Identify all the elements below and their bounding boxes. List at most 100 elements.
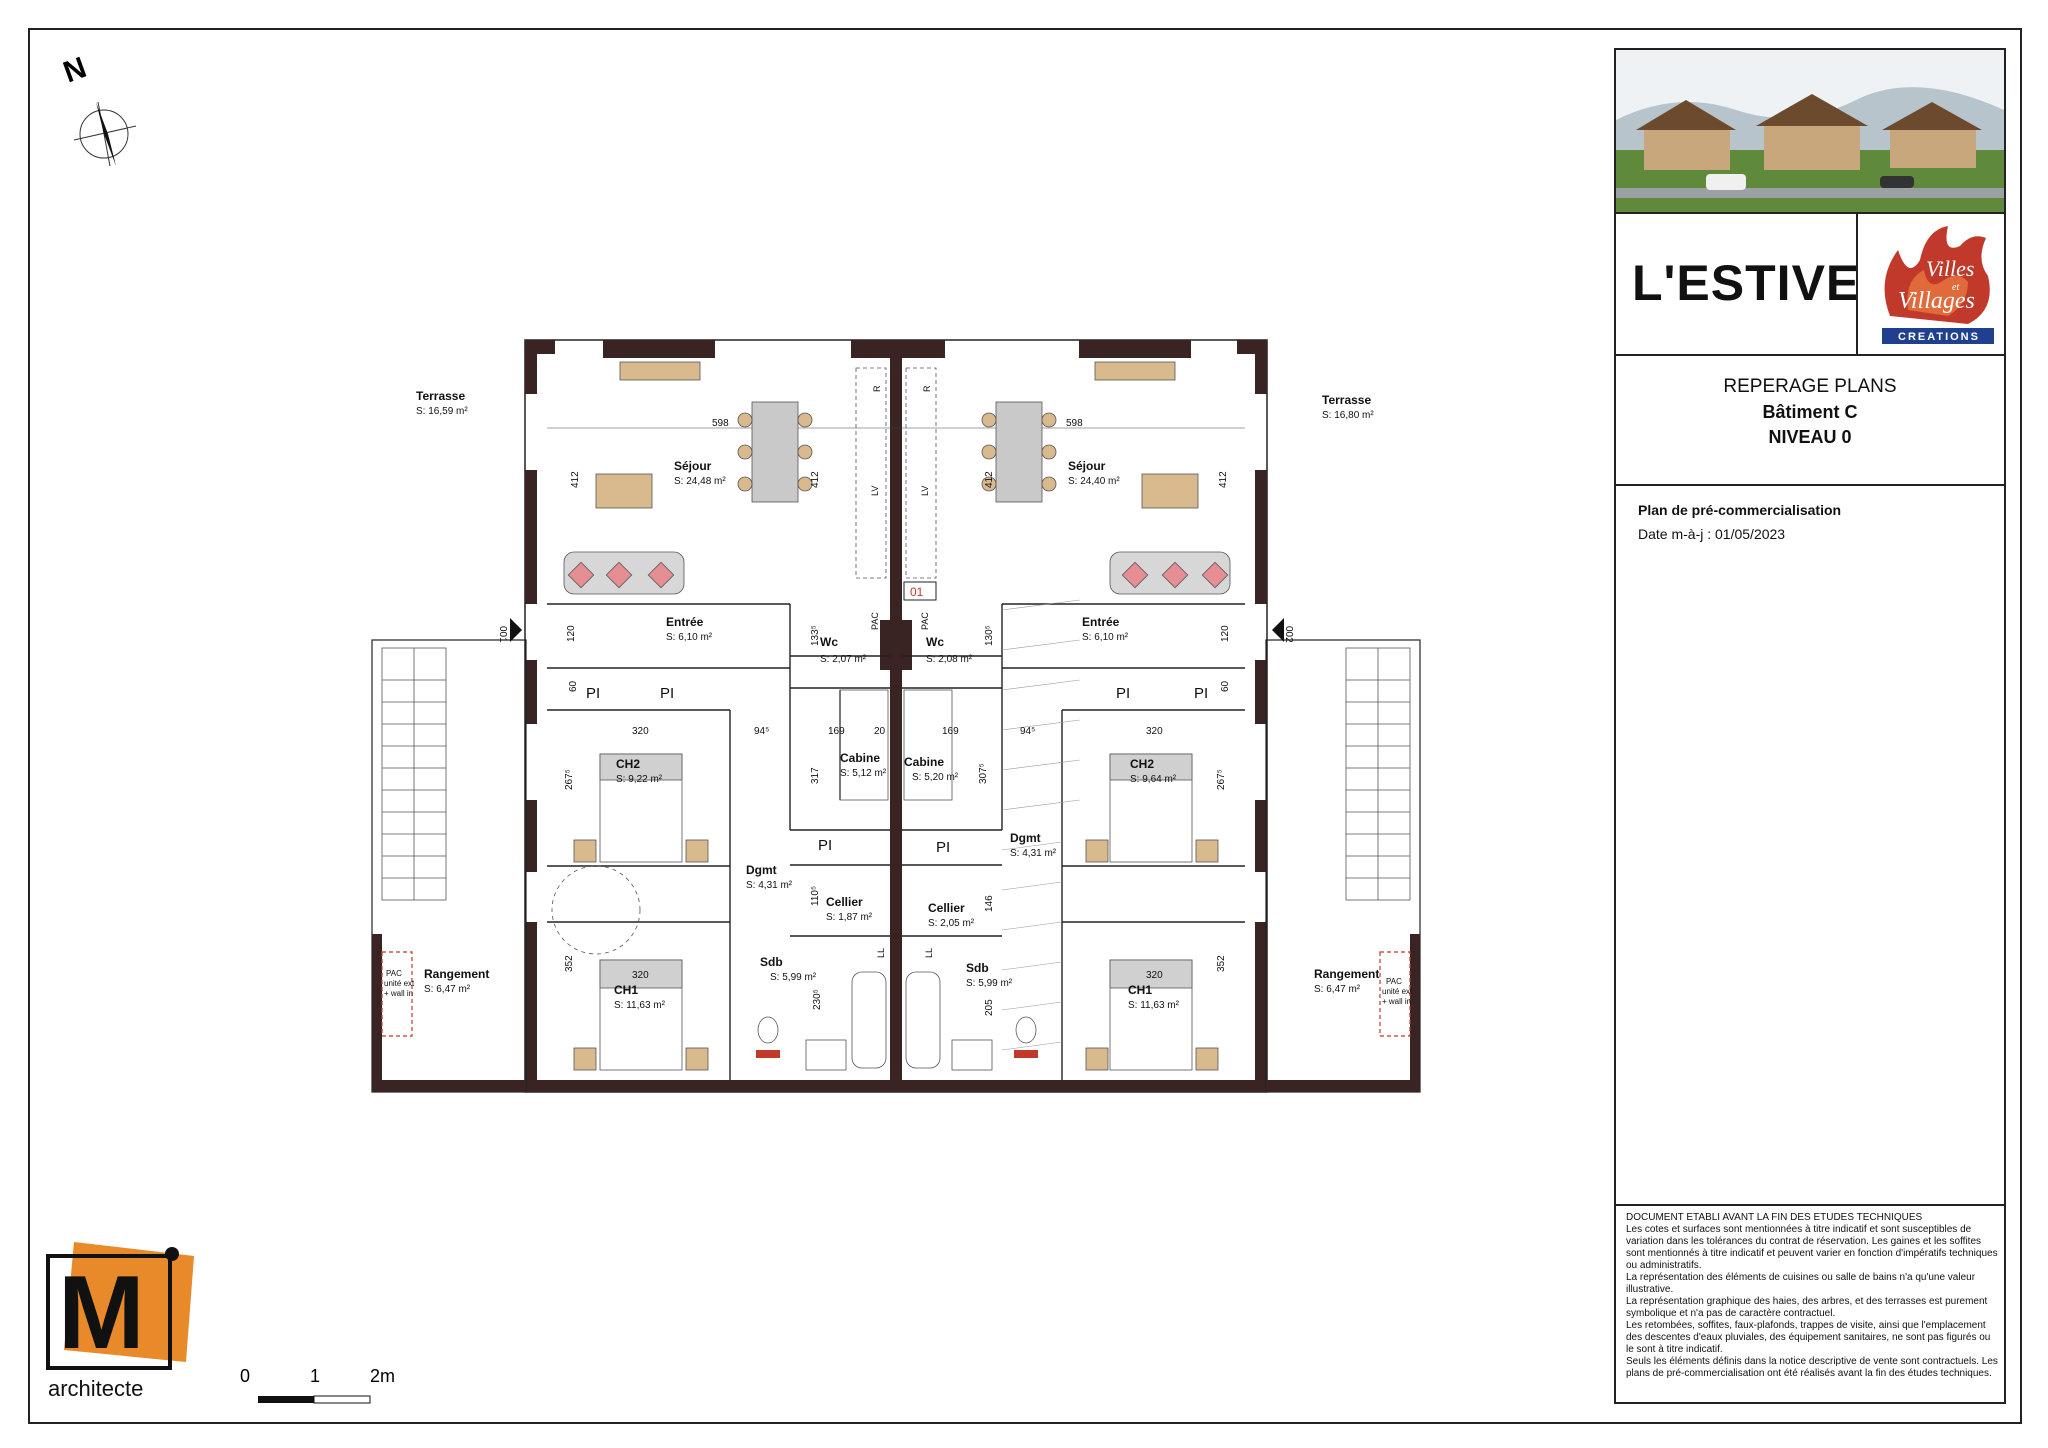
svg-text:+ wall in: + wall in bbox=[384, 989, 413, 998]
svg-text:307⁵: 307⁵ bbox=[978, 763, 989, 784]
door-right-number: 002 bbox=[1283, 626, 1294, 643]
svg-text:120: 120 bbox=[566, 625, 577, 642]
svg-text:320: 320 bbox=[632, 970, 649, 981]
note-line: Seuls les éléments définis dans la notic… bbox=[1626, 1356, 1998, 1379]
ch2-left-area: S: 9,22 m² bbox=[616, 774, 663, 785]
svg-text:60: 60 bbox=[1220, 680, 1231, 692]
sejour-left-name: Séjour bbox=[674, 459, 712, 473]
lv-label: LV bbox=[920, 486, 930, 496]
svg-text:598: 598 bbox=[712, 418, 729, 429]
svg-text:230⁵: 230⁵ bbox=[812, 989, 823, 1010]
pac-box-left: PAC unité ext + wall in bbox=[384, 969, 415, 998]
cabine-left-name: Cabine bbox=[840, 751, 880, 765]
cabine-right-area: S: 5,20 m² bbox=[912, 772, 959, 783]
architect-mark: M bbox=[58, 1255, 145, 1371]
brand-row: L'ESTIVE Villes et Villages CREATIONS bbox=[1616, 214, 2004, 356]
entree-left-area: S: 6,10 m² bbox=[666, 632, 713, 643]
svg-text:320: 320 bbox=[632, 726, 649, 737]
rangement-left-name: Rangement bbox=[424, 967, 489, 981]
svg-text:352: 352 bbox=[1216, 955, 1227, 972]
placard-label: PI bbox=[818, 837, 832, 854]
dgmt-left-name: Dgmt bbox=[746, 863, 777, 877]
project-render-image bbox=[1616, 50, 2004, 214]
placard-label: PI bbox=[1116, 685, 1130, 702]
wc-right-area: S: 2,08 m² bbox=[926, 654, 973, 665]
svg-text:94⁵: 94⁵ bbox=[1020, 726, 1035, 737]
building-label: Bâtiment C bbox=[1762, 402, 1858, 422]
svg-text:94⁵: 94⁵ bbox=[754, 726, 769, 737]
lv-label: LV bbox=[870, 486, 880, 496]
project-title: L'ESTIVE bbox=[1632, 255, 1861, 311]
north-compass-icon: N bbox=[60, 51, 137, 167]
placard-label: PI bbox=[1194, 685, 1208, 702]
svg-text:133⁵: 133⁵ bbox=[810, 625, 821, 646]
svg-text:412: 412 bbox=[984, 471, 995, 488]
door-left-number: 001 bbox=[497, 626, 508, 643]
svg-text:320: 320 bbox=[1146, 726, 1163, 737]
svg-text:169: 169 bbox=[942, 726, 959, 737]
placard-label: PI bbox=[936, 839, 950, 856]
ll-label: LL bbox=[876, 948, 886, 958]
reperage-title: REPERAGE PLANS bbox=[1723, 376, 1897, 397]
svg-text:267⁵: 267⁵ bbox=[1216, 769, 1227, 790]
terrasse-right-area: S: 16,80 m² bbox=[1322, 410, 1374, 421]
ch1-right-name: CH1 bbox=[1128, 983, 1152, 997]
sdb-right-name: Sdb bbox=[966, 961, 989, 975]
svg-text:120: 120 bbox=[1220, 625, 1231, 642]
svg-text:412: 412 bbox=[1218, 471, 1229, 488]
svg-text:352: 352 bbox=[564, 955, 575, 972]
svg-text:412: 412 bbox=[570, 471, 581, 488]
cabine-left-area: S: 5,12 m² bbox=[840, 768, 887, 779]
dgmt-right-area: S: 4,31 m² bbox=[1010, 848, 1057, 859]
dgmt-left-area: S: 4,31 m² bbox=[746, 880, 793, 891]
svg-text:110⁵: 110⁵ bbox=[810, 886, 821, 906]
ch2-right-area: S: 9,64 m² bbox=[1130, 774, 1177, 785]
entree-right-name: Entrée bbox=[1082, 615, 1120, 629]
pac-box-right: PAC unité ext + wall in bbox=[1382, 977, 1413, 1006]
svg-text:205: 205 bbox=[984, 999, 995, 1016]
architect-logo: M architecte bbox=[44, 1232, 204, 1402]
note-line: Les cotes et surfaces sont mentionnées à… bbox=[1626, 1224, 1998, 1271]
terrasse-right-name: Terrasse bbox=[1322, 393, 1371, 407]
placard-label: PI bbox=[660, 685, 674, 702]
r-label: R bbox=[872, 385, 882, 392]
scale-bar: 0 1 2m bbox=[240, 1368, 395, 1404]
wc-right-name: Wc bbox=[926, 635, 944, 649]
cellier-right-area: S: 2,05 m² bbox=[928, 918, 975, 929]
drawing-frame bbox=[28, 28, 2022, 1424]
ch2-left-name: CH2 bbox=[616, 757, 640, 771]
sejour-right-name: Séjour bbox=[1068, 459, 1106, 473]
level-label: NIVEAU 0 bbox=[1768, 427, 1852, 447]
r-label: R bbox=[922, 385, 932, 392]
ch1-right-area: S: 11,63 m² bbox=[1128, 1000, 1180, 1011]
sdb-right-area: S: 5,99 m² bbox=[966, 978, 1013, 989]
cellier-right-name: Cellier bbox=[928, 901, 965, 915]
furniture bbox=[551, 361, 1231, 1071]
placard-label: PI bbox=[586, 685, 600, 702]
architect-name: architecte bbox=[48, 1376, 144, 1401]
pac-label: PAC bbox=[870, 612, 880, 630]
scale-label-0: 0 bbox=[240, 1368, 250, 1386]
plan-type: Plan de pré-commercialisation bbox=[1638, 502, 1842, 518]
unit-number: 01 bbox=[910, 585, 924, 599]
pac-label: PAC bbox=[920, 612, 930, 630]
note-line: La représentation des éléments de cuisin… bbox=[1626, 1272, 1976, 1295]
sdb-left-area: S: 5,99 m² bbox=[770, 972, 817, 983]
svg-text:Villes: Villes bbox=[1926, 256, 1974, 281]
terrasse-left-area: S: 16,59 m² bbox=[416, 406, 468, 417]
svg-text:598: 598 bbox=[1066, 418, 1083, 429]
entree-right-area: S: 6,10 m² bbox=[1082, 632, 1129, 643]
svg-text:412: 412 bbox=[810, 471, 821, 488]
outer-walls bbox=[525, 340, 1267, 1092]
sejour-left-area: S: 24,48 m² bbox=[674, 476, 726, 487]
scale-label-2: 2m bbox=[370, 1368, 395, 1386]
ch1-left-name: CH1 bbox=[614, 983, 638, 997]
note-line: Les retombées, soffites, faux-plafonds, … bbox=[1626, 1320, 1991, 1355]
wc-left-name: Wc bbox=[820, 635, 838, 649]
svg-text:PAC: PAC bbox=[1386, 977, 1402, 986]
svg-text:PAC: PAC bbox=[386, 969, 402, 978]
svg-text:267⁵: 267⁵ bbox=[564, 769, 575, 790]
svg-text:317: 317 bbox=[810, 767, 821, 784]
ch2-right-name: CH2 bbox=[1130, 757, 1154, 771]
svg-text:Villages: Villages bbox=[1898, 288, 1975, 314]
